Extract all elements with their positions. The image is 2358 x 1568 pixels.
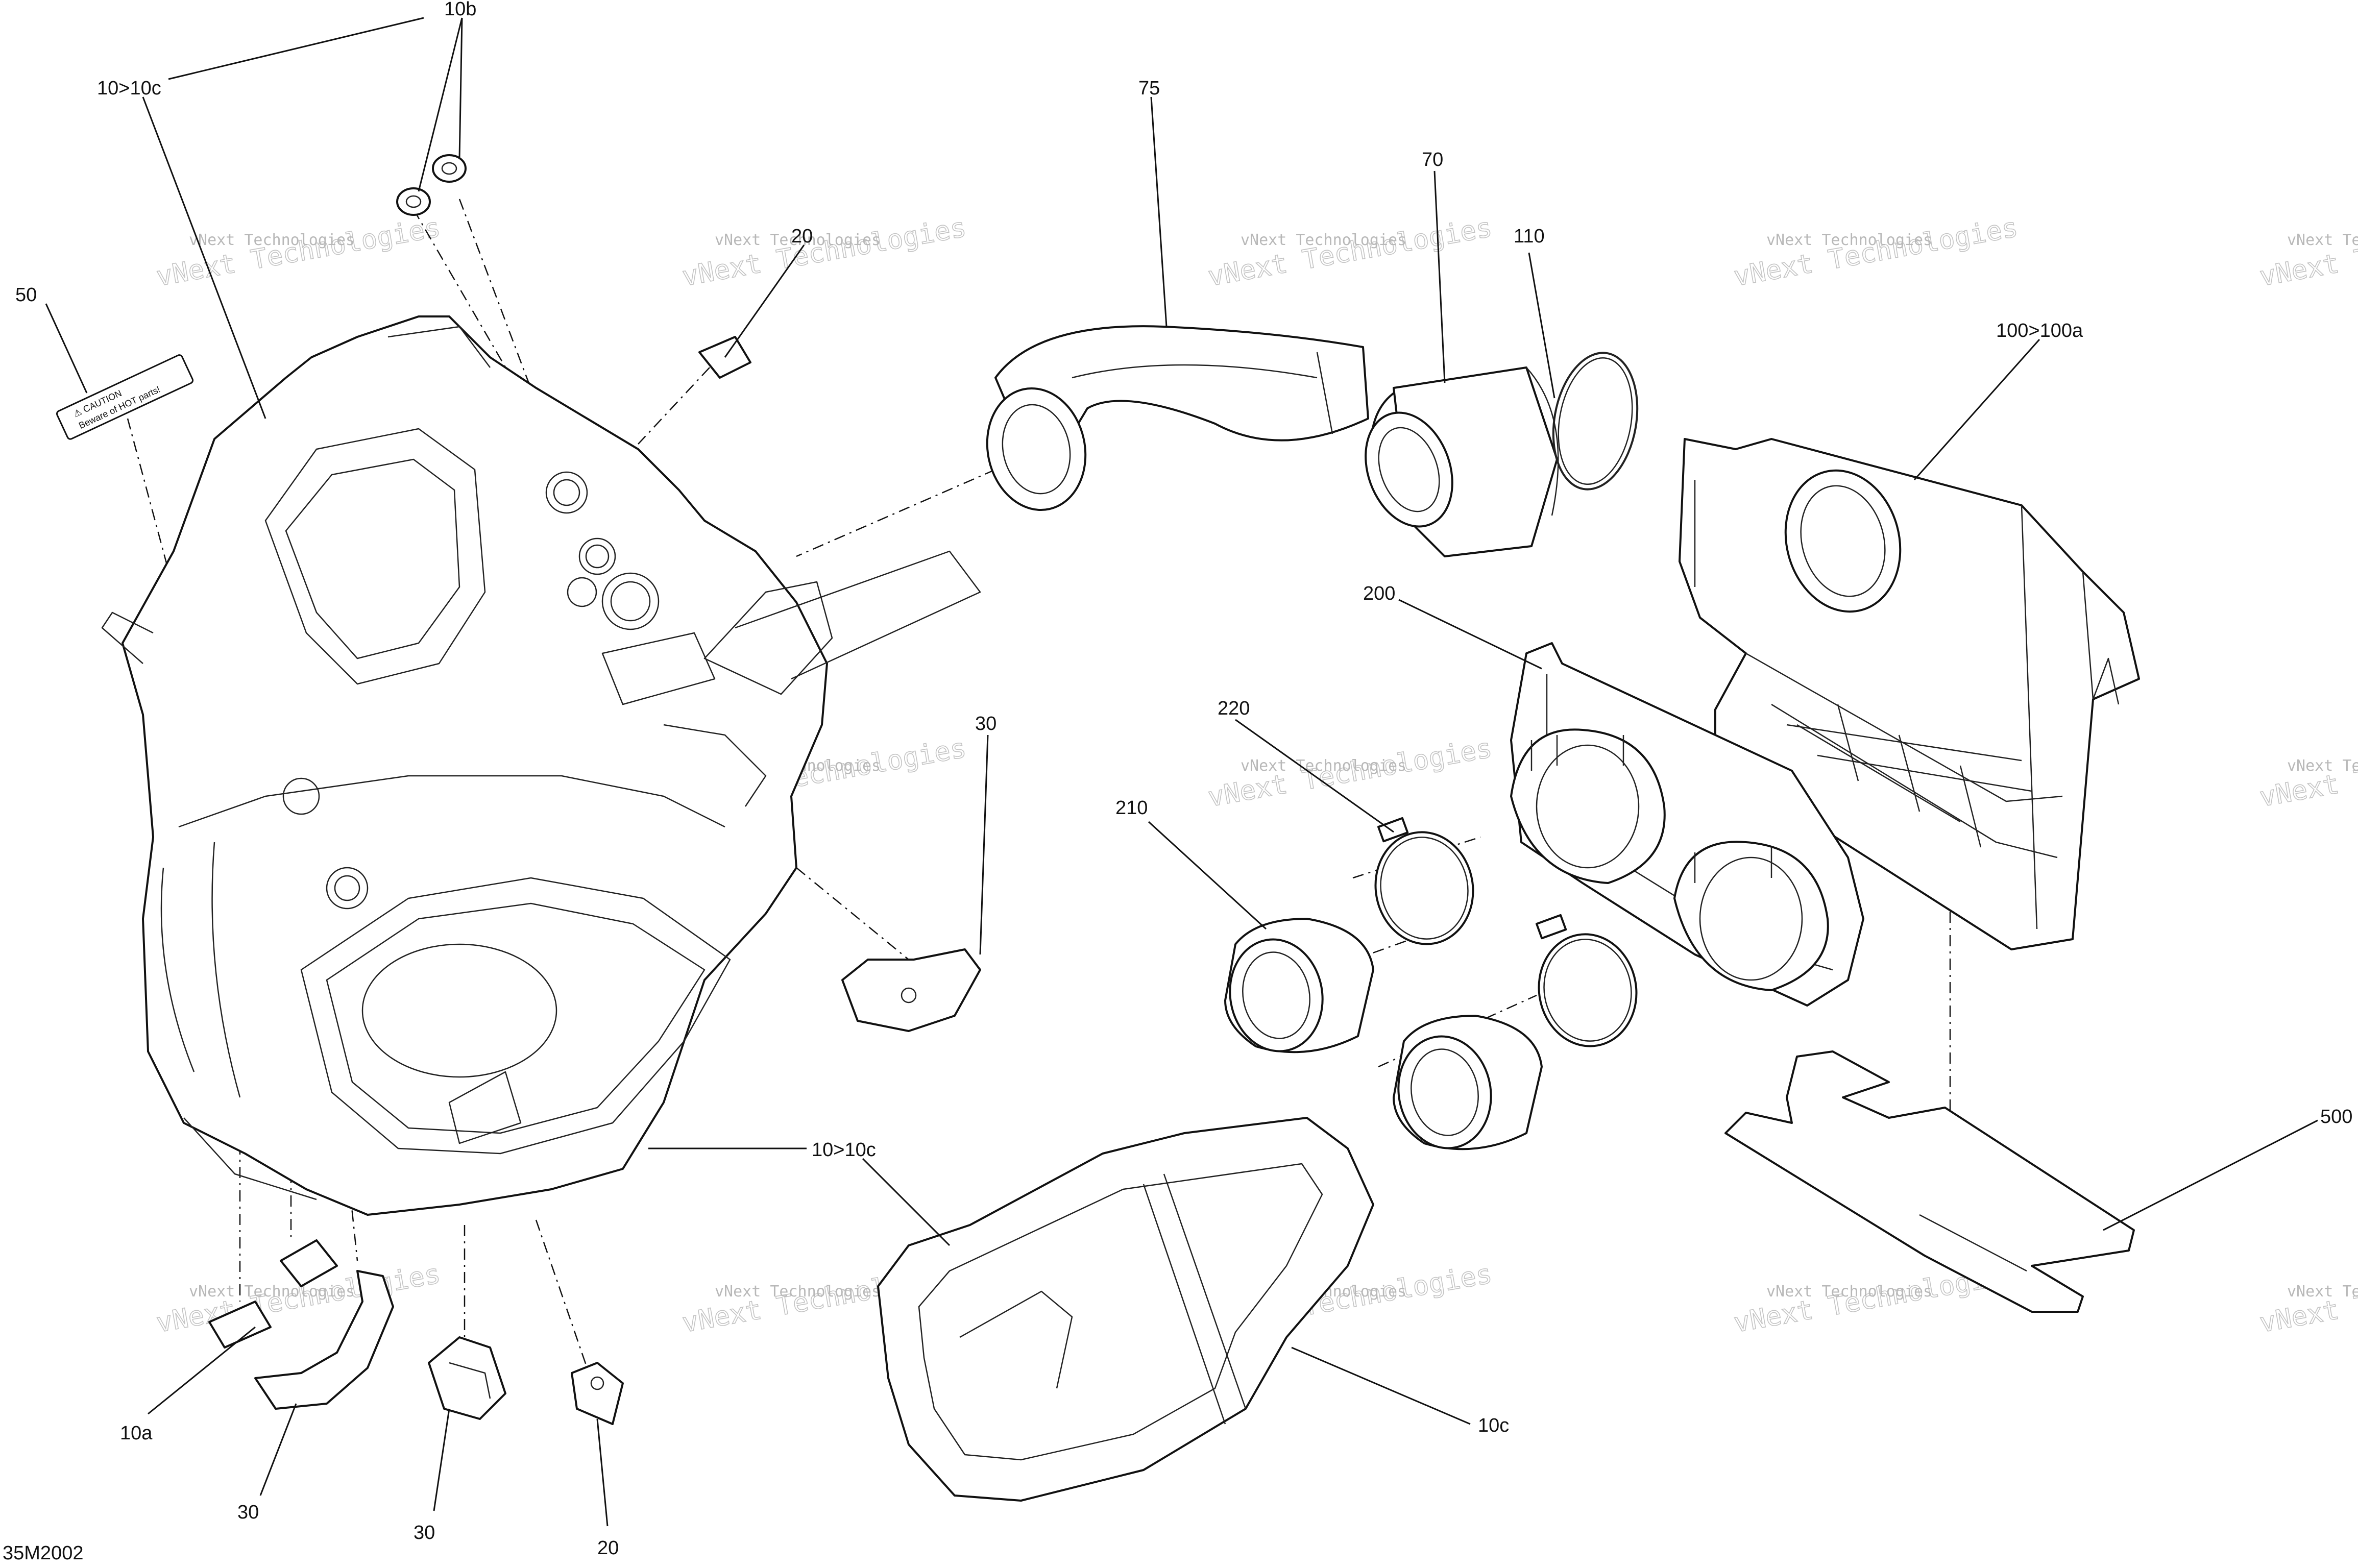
- svg-text:vNext Technologies: vNext Technologies: [1206, 212, 1494, 292]
- callout-10a: 10a: [120, 1423, 153, 1444]
- svg-text:vNext Technologies: vNext Technologies: [1241, 231, 1406, 249]
- callout-10b: 10b: [444, 0, 476, 20]
- bracket-part-30-mid: [841, 948, 981, 1032]
- svg-text:vNext Technologies: vNext Technologies: [2287, 1283, 2358, 1301]
- callout-30-mid: 30: [975, 713, 996, 734]
- svg-text:vNext Technologies: vNext Technologies: [1766, 1283, 1932, 1301]
- cover-frame-part-10c: [877, 1117, 1374, 1502]
- callout-210: 210: [1115, 797, 1148, 819]
- svg-text:vNext Technologies: vNext Technologies: [189, 231, 355, 249]
- watermark: vNext Technologies vNext Technologies: [1731, 212, 2021, 293]
- clip-part-10a: [208, 1301, 272, 1349]
- clip-part-20-bottom: [571, 1362, 624, 1425]
- clip-part-20-left: [280, 1239, 338, 1287]
- leader-lines: [45, 17, 2318, 1527]
- callout-220: 220: [1218, 698, 1250, 719]
- callout-200: 200: [1363, 583, 1395, 604]
- watermark: vNext Technologies vNext Technologies: [2257, 732, 2358, 814]
- svg-text:vNext Technologies: vNext Technologies: [154, 212, 443, 292]
- watermark: vNext Technologies vNext Technologies: [1205, 212, 1495, 293]
- adapter-part-70: [1365, 366, 1559, 557]
- svg-text:vNext Technologies: vNext Technologies: [715, 1283, 881, 1301]
- watermark: vNext Technologies vNext Technologies: [2257, 1258, 2358, 1339]
- svg-text:vNext Technologies: vNext Technologies: [680, 212, 968, 292]
- coupler-part-210-a: [1224, 918, 1374, 1054]
- svg-text:vNext Technologies: vNext Technologies: [1732, 212, 2020, 292]
- callout-10-10c-top: 10>10c: [97, 78, 161, 99]
- callout-20-bottom: 20: [597, 1537, 619, 1559]
- callout-10-10c-mid: 10>10c: [812, 1139, 876, 1161]
- callout-30-bottom-left: 30: [237, 1502, 259, 1523]
- grommets-part-10b: [396, 154, 467, 216]
- callout-10c: 10c: [1478, 1415, 1509, 1436]
- airbox-base: [101, 315, 981, 1216]
- callout-50: 50: [15, 284, 37, 306]
- clamp-part-220-a: [1374, 817, 1474, 945]
- svg-text:vNext Technologies: vNext Technologies: [2287, 757, 2358, 775]
- bracket-part-30-bottom-left: [254, 1270, 394, 1410]
- callout-70: 70: [1422, 149, 1443, 170]
- svg-text:vNext Technologies: vNext Technologies: [189, 1283, 355, 1301]
- o-ring-part-110: [1552, 352, 1639, 491]
- callout-110: 110: [1514, 226, 1545, 247]
- diagram-id: 35M2002: [3, 1542, 83, 1564]
- watermark: vNext Technologies vNext Technologies: [2257, 212, 2358, 293]
- clip-part-30-bottom-center: [428, 1336, 506, 1420]
- svg-text:vNext Technologies: vNext Technologies: [2287, 231, 2358, 249]
- caution-label-part-50: ⚠ CAUTION Beware of HOT parts!: [56, 354, 194, 440]
- watermark: vNext Technologies vNext Technologies: [154, 212, 443, 293]
- coupler-part-210-b: [1393, 1015, 1543, 1150]
- svg-text:vNext Technologies: vNext Technologies: [2257, 212, 2358, 292]
- callout-20-top: 20: [791, 226, 813, 247]
- svg-text:vNext Technologies: vNext Technologies: [1241, 757, 1406, 775]
- watermark: vNext Technologies vNext Technologies: [679, 212, 969, 293]
- filter-plate-part-200: [1510, 642, 1864, 1007]
- plate-part-500: [1724, 1050, 2135, 1313]
- callout-75: 75: [1138, 78, 1160, 99]
- filter-housing-part-100: [1679, 438, 2140, 950]
- callout-500: 500: [2320, 1106, 2352, 1128]
- callouts: 10b 10>10c 50 20 75 70 110 100>100a 200 …: [3, 0, 2352, 1564]
- clamp-part-220-b: [1536, 914, 1638, 1047]
- callout-100-100a: 100>100a: [1996, 320, 2083, 341]
- callout-30-bottom-center: 30: [414, 1522, 435, 1544]
- elbow-hose-part-75: [986, 325, 1369, 511]
- svg-text:vNext Technologies: vNext Technologies: [715, 231, 881, 249]
- svg-text:vNext Technologies: vNext Technologies: [1766, 231, 1932, 249]
